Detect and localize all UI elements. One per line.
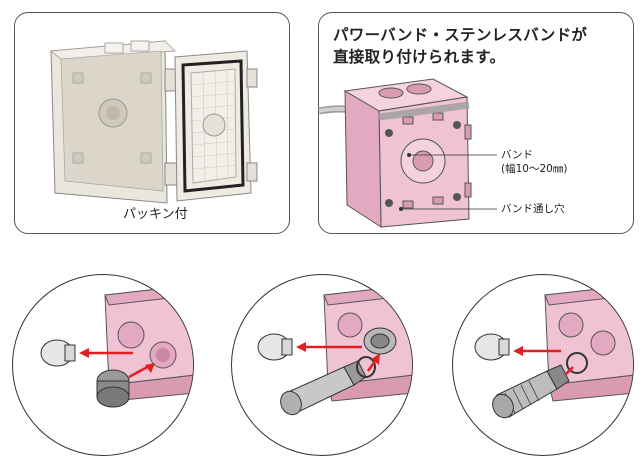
band-title-line2: 直接取り付けられます。 — [333, 48, 506, 66]
band-label: バンド — [501, 149, 534, 161]
band-mount-panel: パワーバンド・ステンレスバンドが 直接取り付けられます。 バンド (幅10〜20… — [318, 12, 634, 234]
gasket-caption: パッキン付 — [123, 207, 188, 222]
cable-gland-step-illustration — [257, 284, 412, 416]
step-circle-cable-gland — [231, 274, 413, 456]
band-title-line1: パワーバンド・ステンレスバンドが — [333, 26, 588, 44]
gasket-box-panel: パッキン付 — [14, 12, 290, 234]
plug-step-illustration — [40, 284, 193, 408]
connector-step-illustration — [474, 284, 633, 419]
step-circle-connector — [452, 274, 634, 456]
band-hole-label: バンド通し穴 — [501, 203, 565, 215]
open-box-illustration — [49, 40, 258, 204]
step-circle-plug — [12, 274, 194, 456]
box-with-band-illustration — [318, 78, 497, 228]
band-width-label: (幅10〜20㎜) — [501, 163, 568, 175]
